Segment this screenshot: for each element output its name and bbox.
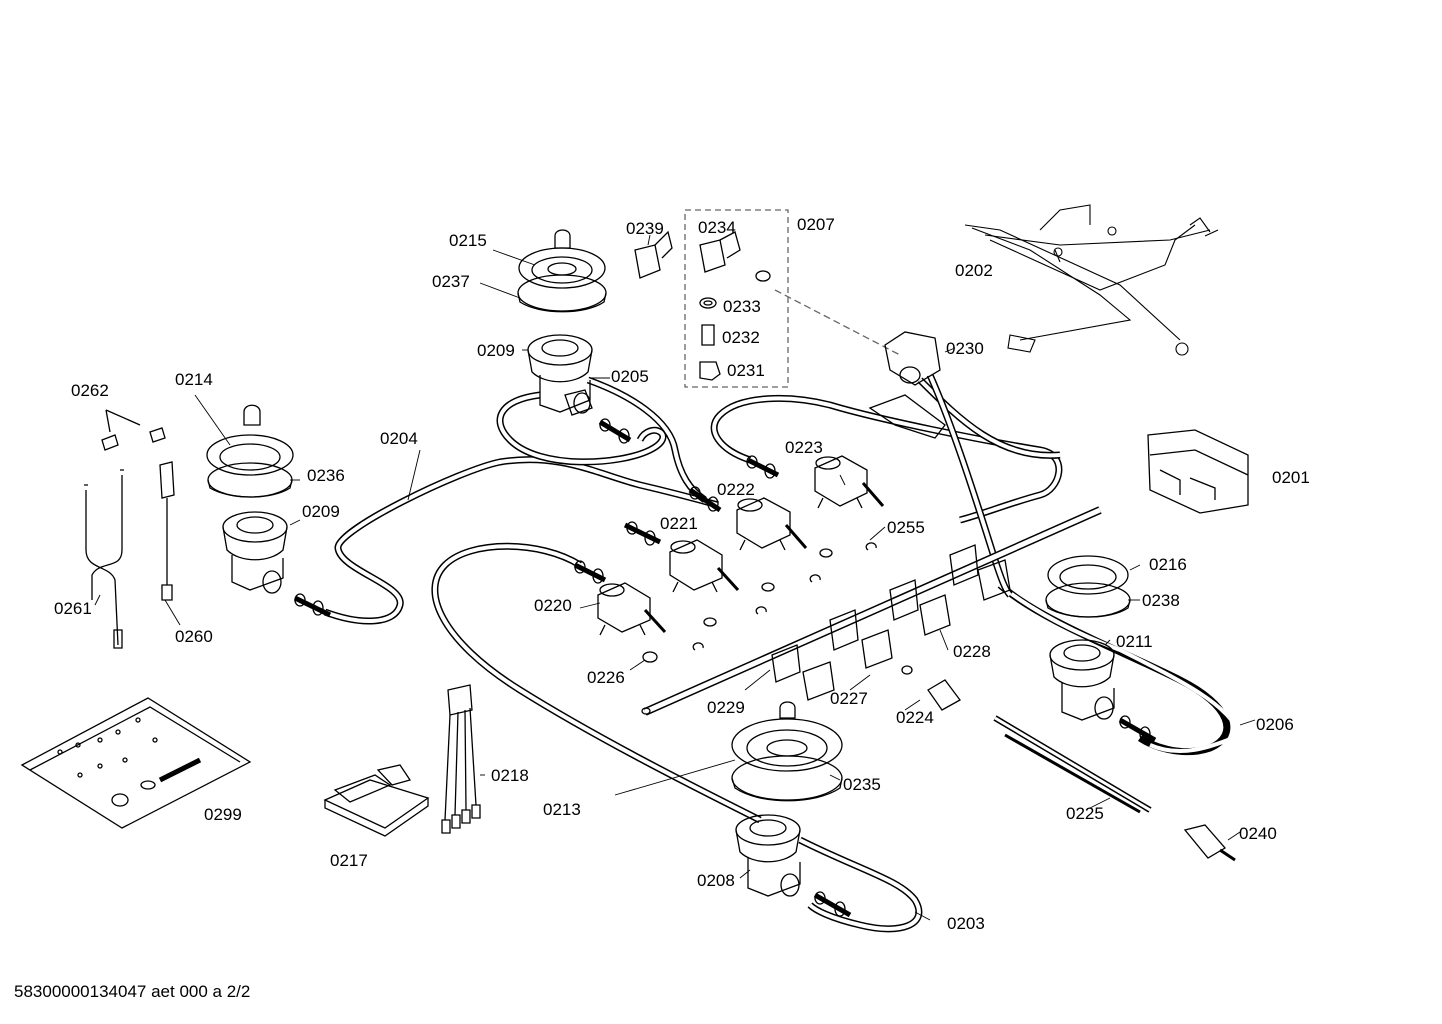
ignition-module-0217 bbox=[323, 764, 430, 837]
inlet-fitting-0230 bbox=[868, 331, 946, 439]
label-0213: 0213 bbox=[543, 800, 581, 819]
label-0209-left: 0209 bbox=[302, 502, 340, 521]
label-0233: 0233 bbox=[723, 297, 761, 316]
burner-body-0209-left bbox=[222, 511, 288, 594]
label-0220: 0220 bbox=[534, 596, 572, 615]
label-0204: 0204 bbox=[380, 429, 418, 448]
label-0217: 0217 bbox=[330, 851, 368, 870]
label-0221: 0221 bbox=[660, 514, 698, 533]
gas-pipe-0205 bbox=[496, 376, 708, 503]
label-0255: 0255 bbox=[887, 518, 925, 537]
label-0228: 0228 bbox=[953, 642, 991, 661]
kit-box-0207 bbox=[684, 209, 789, 388]
pin-0232 bbox=[701, 324, 715, 346]
label-0214: 0214 bbox=[175, 370, 213, 389]
ignition-rail bbox=[641, 506, 1102, 716]
label-0262: 0262 bbox=[71, 381, 109, 400]
label-0224: 0224 bbox=[896, 708, 934, 727]
gas-valve-0223 bbox=[814, 455, 885, 509]
gas-valve-0221 bbox=[669, 539, 740, 593]
label-0226: 0226 bbox=[587, 668, 625, 687]
label-0299: 0299 bbox=[204, 805, 242, 824]
gas-pipe-0203 bbox=[798, 836, 923, 933]
label-0231: 0231 bbox=[727, 361, 765, 380]
label-0205: 0205 bbox=[611, 367, 649, 386]
burner-ring-0214 bbox=[206, 404, 294, 498]
gas-pipe-0213 bbox=[431, 542, 762, 824]
gas-pipe-0204 bbox=[323, 456, 719, 625]
gas-valve-0220 bbox=[597, 582, 667, 636]
burner-body-0209-top bbox=[527, 334, 593, 416]
label-0225: 0225 bbox=[1066, 804, 1104, 823]
label-0239: 0239 bbox=[626, 219, 664, 238]
label-0216: 0216 bbox=[1149, 555, 1187, 574]
thermocouple-0240 bbox=[1183, 824, 1236, 862]
switch-blocks-0228 bbox=[771, 544, 1011, 701]
label-0240: 0240 bbox=[1239, 824, 1277, 843]
label-0235: 0235 bbox=[843, 775, 881, 794]
washer-0233 bbox=[699, 297, 717, 309]
leader-lines bbox=[94, 234, 1256, 921]
label-0236: 0236 bbox=[307, 466, 345, 485]
leader-0207-0230 bbox=[774, 289, 901, 356]
label-0223: 0223 bbox=[785, 438, 823, 457]
label-0222: 0222 bbox=[717, 480, 755, 499]
label-0218: 0218 bbox=[491, 766, 529, 785]
label-0260: 0260 bbox=[175, 627, 213, 646]
spark-electrode-0225 bbox=[993, 715, 1152, 814]
thermocouple-wires-0261 bbox=[84, 469, 124, 649]
connector-0224 bbox=[901, 665, 961, 711]
injector-set bbox=[293, 418, 1157, 918]
burner-body-0208 bbox=[735, 814, 801, 897]
gas-pipe-main-top bbox=[710, 373, 1063, 598]
elbow-0234 bbox=[699, 231, 771, 282]
label-0237: 0237 bbox=[432, 272, 470, 291]
label-0208: 0208 bbox=[697, 871, 735, 890]
part-labels: 0215 0237 0239 0234 0207 0233 0232 0231 … bbox=[14, 215, 1310, 1001]
label-0207: 0207 bbox=[797, 215, 835, 234]
nuts-and-clips bbox=[642, 542, 877, 663]
label-0227: 0227 bbox=[830, 689, 868, 708]
label-0209-top: 0209 bbox=[477, 341, 515, 360]
probe-0260 bbox=[159, 461, 175, 601]
label-0229: 0229 bbox=[707, 698, 745, 717]
support-0201 bbox=[1147, 429, 1249, 514]
nut-0231 bbox=[699, 361, 721, 381]
label-0238: 0238 bbox=[1142, 591, 1180, 610]
label-0203: 0203 bbox=[947, 914, 985, 933]
label-0261: 0261 bbox=[54, 599, 92, 618]
label-0232: 0232 bbox=[722, 328, 760, 347]
gas-valve-0222 bbox=[736, 497, 808, 551]
label-0211: 0211 bbox=[1116, 632, 1153, 651]
ignition-cables-0218 bbox=[441, 684, 481, 834]
burner-ring-0235 bbox=[731, 701, 843, 802]
footer-code: 58300000134047 aet 000 a 2/2 bbox=[14, 982, 250, 1001]
wiring-harness-0202 bbox=[964, 204, 1219, 356]
burner-ring-0215 bbox=[517, 229, 607, 313]
parts-bag-0299 bbox=[20, 697, 252, 829]
gas-pipe-0206 bbox=[997, 582, 1243, 756]
label-0206: 0206 bbox=[1256, 715, 1294, 734]
label-0202: 0202 bbox=[955, 261, 993, 280]
elbow-0239 bbox=[634, 230, 673, 279]
clips-0262 bbox=[101, 409, 166, 451]
burner-ring-0216 bbox=[1045, 555, 1131, 618]
label-0201: 0201 bbox=[1272, 468, 1310, 487]
burner-body-0211 bbox=[1049, 639, 1115, 721]
label-0230: 0230 bbox=[946, 339, 984, 358]
label-0234: 0234 bbox=[698, 218, 736, 237]
label-0215: 0215 bbox=[449, 231, 487, 250]
